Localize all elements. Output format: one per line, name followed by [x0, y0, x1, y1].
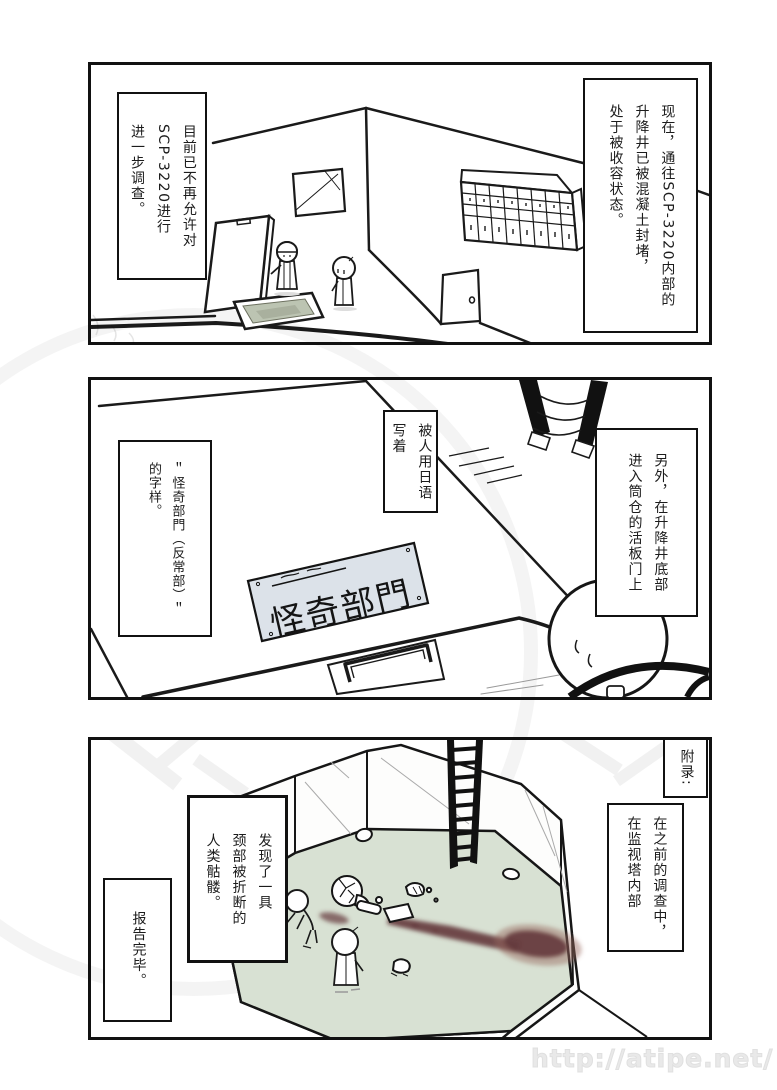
panel2-caption-left-box: ＂怪奇部門（反常部）＂ 的字样。	[118, 440, 212, 637]
site-watermark-url: http://atipe.net/	[530, 1044, 774, 1074]
figure-observer	[331, 256, 357, 311]
lockers	[459, 168, 588, 252]
room-walls	[91, 106, 709, 342]
wall-cracks	[304, 757, 568, 893]
blood-stains	[319, 908, 582, 966]
panel2-caption-middle-box: 被人用日语 写着	[383, 410, 438, 513]
panel1-caption-left-box: 目前已不再允许对 SCP-3220进行 进一步调查。	[117, 92, 207, 280]
wall-picture	[291, 167, 347, 218]
silo-ladder	[447, 740, 483, 869]
watermark-strokes	[100, 740, 670, 799]
panel3-caption-right: 在之前的调查中， 在监视塔内部	[625, 815, 668, 940]
panel-3: 附录: 在之前的调查中， 在监视塔内部 发现了一具 颈部被折断的 人类骷髅。 报…	[88, 737, 712, 1040]
panel1-caption-right-box: 现在，通往SCP-3220内部的 升降井已被混凝土封堵， 处于被收容状态。	[583, 78, 698, 333]
skeleton-remains	[331, 827, 520, 977]
hatch-lid	[203, 214, 276, 314]
figure-standing	[331, 926, 364, 993]
shoulder-arc	[567, 661, 709, 697]
panel3-caption-right-box: 在之前的调查中， 在监视塔内部	[607, 803, 684, 952]
watermark-scallops	[92, 314, 135, 342]
panel2-caption-left: ＂怪奇部門（反常部）＂ 的字样。	[146, 461, 185, 616]
panel2-caption-right-box: 另外，在升降井底部 进入筒仓的活板门上	[595, 428, 698, 617]
panel2-caption-middle: 被人用日语 写着	[390, 422, 433, 501]
room-door	[439, 268, 482, 326]
panel3-art	[100, 740, 670, 1037]
name-plaque: 怪奇部門	[246, 541, 430, 645]
panel3-caption-middle-box: 发现了一具 颈部被折断的 人类骷髅。	[187, 795, 288, 963]
panel3-caption-appendix: 附录:	[678, 749, 695, 787]
trapdoor-handle	[326, 638, 446, 696]
panel-2: 怪奇部門 另外，在升降井底部 进入筒仓的活板门上 被人用日语 写着 ＂怪奇部門（…	[88, 377, 712, 700]
panel3-caption-middle: 发现了一具 颈部被折断的 人类骷髅。	[204, 832, 273, 926]
hatch-opening	[232, 291, 325, 331]
figure-hardhat	[270, 241, 300, 296]
panel3-caption-appendix-box: 附录:	[663, 738, 708, 798]
wall-seams	[294, 751, 648, 1037]
panel3-caption-left: 报告完毕。	[130, 911, 147, 989]
floor-front-edge	[91, 320, 448, 342]
panel1-art	[91, 106, 709, 342]
panel1-caption-left: 目前已不再允许对 SCP-3220进行 进一步调查。	[129, 124, 197, 248]
panel3-caption-left-box: 报告完毕。	[103, 878, 172, 1022]
sweat-drops	[574, 639, 593, 668]
panel-1: 现在，通往SCP-3220内部的 升降井已被混凝土封堵， 处于被收容状态。 目前…	[88, 62, 712, 345]
panel2-caption-right: 另外，在升降井底部 进入筒仓的活板门上	[626, 452, 669, 593]
panel1-caption-right: 现在，通往SCP-3220内部的 升降井已被混凝土封堵， 处于被收容状态。	[607, 103, 676, 308]
ladder-feet	[448, 380, 608, 484]
